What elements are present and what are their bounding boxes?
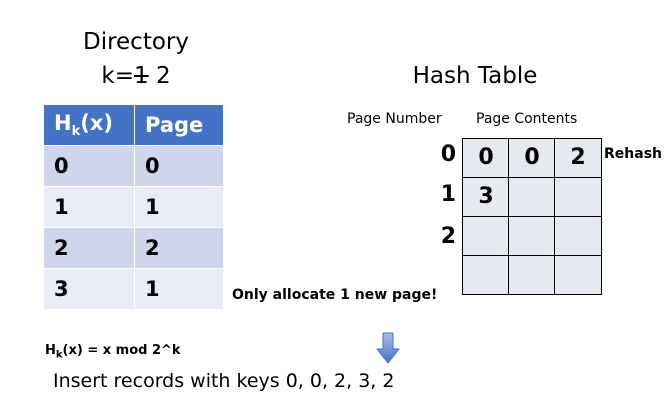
k-prefix: k=	[101, 63, 134, 89]
directory-row: 0 0	[43, 145, 224, 187]
page-cell	[508, 177, 556, 217]
formula-sub: k	[55, 349, 63, 361]
page-cell	[508, 216, 556, 256]
hash-table-title: Hash Table	[412, 63, 538, 89]
rehash-label: Rehash	[604, 146, 662, 162]
directory-title: Directory	[82, 29, 189, 55]
directory-hash-cell: 0	[43, 145, 135, 187]
directory-page-cell: 2	[134, 227, 224, 269]
page-cell	[554, 177, 602, 217]
directory-k-value: k=1 2	[76, 62, 196, 90]
directory-page-cell: 1	[134, 268, 224, 310]
page-cell: 3	[462, 177, 510, 217]
formula-rest: (x) = x mod 2^k	[62, 343, 181, 358]
page-contents-heading: Page Contents	[476, 111, 578, 127]
page-cell	[462, 255, 510, 295]
page-cell	[554, 255, 602, 295]
insert-instruction: Insert records with keys 0, 0, 2, 3, 2	[53, 370, 395, 392]
allocate-note: Only allocate 1 new page!	[232, 287, 438, 303]
header-hash-sub: k	[71, 124, 81, 140]
directory-hash-cell: 3	[43, 268, 135, 310]
formula-base: H	[45, 343, 56, 358]
hash-formula: Hk(x) = x mod 2^k	[45, 343, 181, 361]
page-cell: 2	[554, 138, 602, 178]
page-cell	[508, 255, 556, 295]
directory-row: 2 2	[43, 227, 224, 269]
page-cell	[554, 216, 602, 256]
directory-header-row: Hk(x) Page	[43, 104, 224, 146]
directory-table: Hk(x) Page 0 0 1 1 2 2 3 1	[43, 104, 224, 310]
directory-page-cell: 1	[134, 186, 224, 228]
page-number-heading: Page Number	[347, 111, 442, 127]
directory-page-cell: 0	[134, 145, 224, 187]
page-cell: 0	[462, 138, 510, 178]
directory-hash-cell: 2	[43, 227, 135, 269]
header-page: Page	[134, 104, 224, 146]
k-old-value: 1	[134, 63, 149, 89]
page-number-label: 1	[440, 182, 456, 207]
k-new-value: 2	[148, 63, 171, 89]
directory-row: 3 1	[43, 268, 224, 310]
page-number-label: 0	[440, 142, 456, 167]
directory-hash-cell: 1	[43, 186, 135, 228]
down-arrow-icon	[375, 332, 401, 368]
directory-row: 1 1	[43, 186, 224, 228]
header-hash-arg: (x)	[80, 110, 113, 135]
page-cell: 0	[508, 138, 556, 178]
page-number-label: 2	[440, 224, 456, 249]
header-hash: Hk(x)	[43, 104, 135, 146]
header-hash-base: H	[54, 110, 72, 135]
page-cell	[462, 216, 510, 256]
